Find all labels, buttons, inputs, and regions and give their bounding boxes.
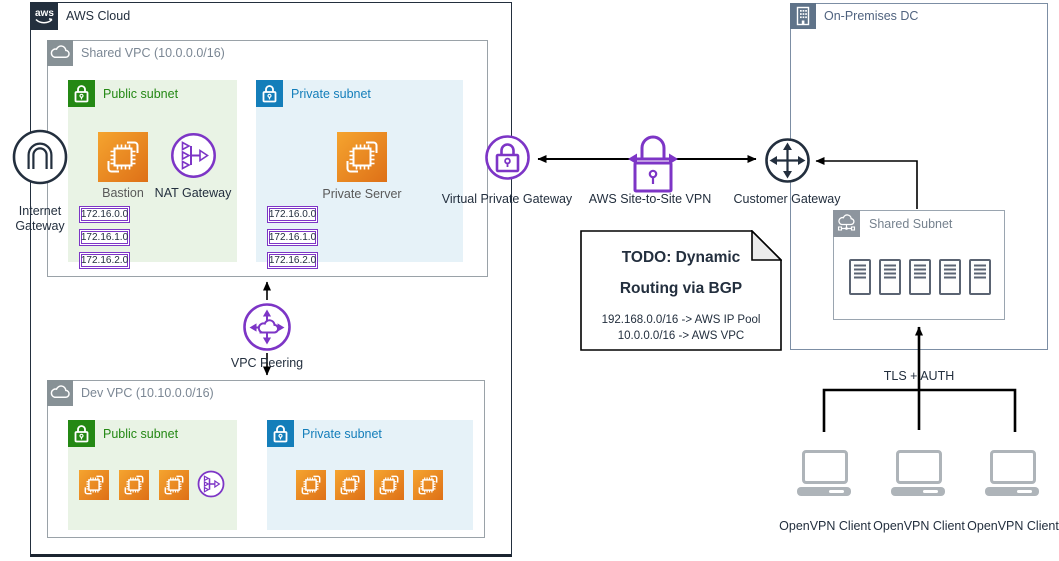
ec2-icon (159, 470, 189, 500)
vpc-cloud-icon (47, 40, 73, 66)
dev-vpc-title: Dev VPC (10.10.0.0/16) (81, 386, 214, 400)
server-icon (939, 259, 961, 295)
nat-gateway-icon (170, 132, 217, 179)
route-ip: 172.16.0.0 (267, 206, 318, 223)
dev-public-subnet-title: Public subnet (103, 427, 179, 441)
on-premises-title: On-Premises DC (824, 9, 919, 23)
note-text: TODO: Dynamic Routing via BGP 192.168.0.… (580, 230, 782, 344)
virtual-private-gateway-icon (484, 134, 531, 181)
route-ip: 172.16.1.0 (79, 229, 130, 246)
laptop-icon (891, 450, 947, 498)
ec2-icon (335, 470, 365, 500)
note-title-line2: Routing via BGP (619, 280, 743, 297)
route-ip: 172.16.2.0 (79, 252, 130, 269)
vpc-peering-label: VPC Peering (230, 356, 304, 370)
internet-gateway-label: Internet Gateway (15, 204, 65, 233)
nat-gateway-icon (197, 470, 225, 498)
customer-gateway-icon (764, 137, 811, 184)
aws-cloud-title: AWS Cloud (66, 9, 131, 23)
route-ip: 172.16.1.0 (267, 229, 318, 246)
public-subnet-lock-icon (68, 420, 95, 447)
dev-private-subnet-title: Private subnet (302, 427, 382, 441)
customer-gateway-label: Customer Gateway (733, 192, 841, 206)
vpc-peering-icon (242, 302, 292, 352)
ec2-icon (413, 470, 443, 500)
server-icon (879, 259, 901, 295)
building-icon (790, 3, 816, 29)
openvpn-client-label: OpenVPN Client (967, 519, 1059, 533)
svg-text:aws: aws (35, 8, 54, 19)
note-shape (580, 230, 782, 351)
private-server-ec2-icon (337, 132, 387, 182)
ec2-icon (119, 470, 149, 500)
note-body-line1: 192.168.0.0/16 -> AWS IP Pool (601, 314, 761, 326)
openvpn-client-label: OpenVPN Client (779, 519, 871, 533)
server-icon (909, 259, 931, 295)
shared-public-subnet-title: Public subnet (103, 87, 179, 101)
internet-gateway-icon (11, 128, 69, 186)
site-to-site-vpn-label: AWS Site-to-Site VPN (588, 192, 712, 206)
ec2-icon (79, 470, 109, 500)
bastion-label: Bastion (102, 186, 144, 200)
laptop-icon (985, 450, 1041, 498)
shared-vpc-title: Shared VPC (10.0.0.0/16) (81, 46, 225, 60)
bastion-ec2-icon (98, 132, 148, 182)
private-subnet-lock-icon (256, 80, 283, 107)
shared-private-subnet-title: Private subnet (291, 87, 371, 101)
site-to-site-vpn-icon (627, 131, 679, 195)
note-body-line2: 10.0.0.0/16 -> AWS VPC (617, 330, 745, 342)
shared-subnet-title: Shared Subnet (869, 217, 953, 231)
private-server-label: Private Server (322, 187, 402, 201)
vpc-cloud-icon (47, 380, 73, 406)
route-ip: 172.16.2.0 (267, 252, 318, 269)
openvpn-client-label: OpenVPN Client (873, 519, 965, 533)
route-ip: 172.16.0.0 (79, 206, 130, 223)
laptop-icon (797, 450, 853, 498)
ec2-icon (374, 470, 404, 500)
public-subnet-lock-icon (68, 80, 95, 107)
virtual-private-gateway-label: Virtual Private Gateway (441, 192, 573, 206)
server-icon (969, 259, 991, 295)
server-icon (849, 259, 871, 295)
ec2-icon (296, 470, 326, 500)
note-title-line1: TODO: Dynamic (621, 249, 741, 266)
aws-logo-icon: aws (30, 2, 58, 30)
private-subnet-lock-icon (267, 420, 294, 447)
nat-gateway-label: NAT Gateway (154, 186, 232, 200)
tls-auth-label: TLS + AUTH (883, 369, 955, 383)
subnet-network-icon (833, 210, 860, 237)
